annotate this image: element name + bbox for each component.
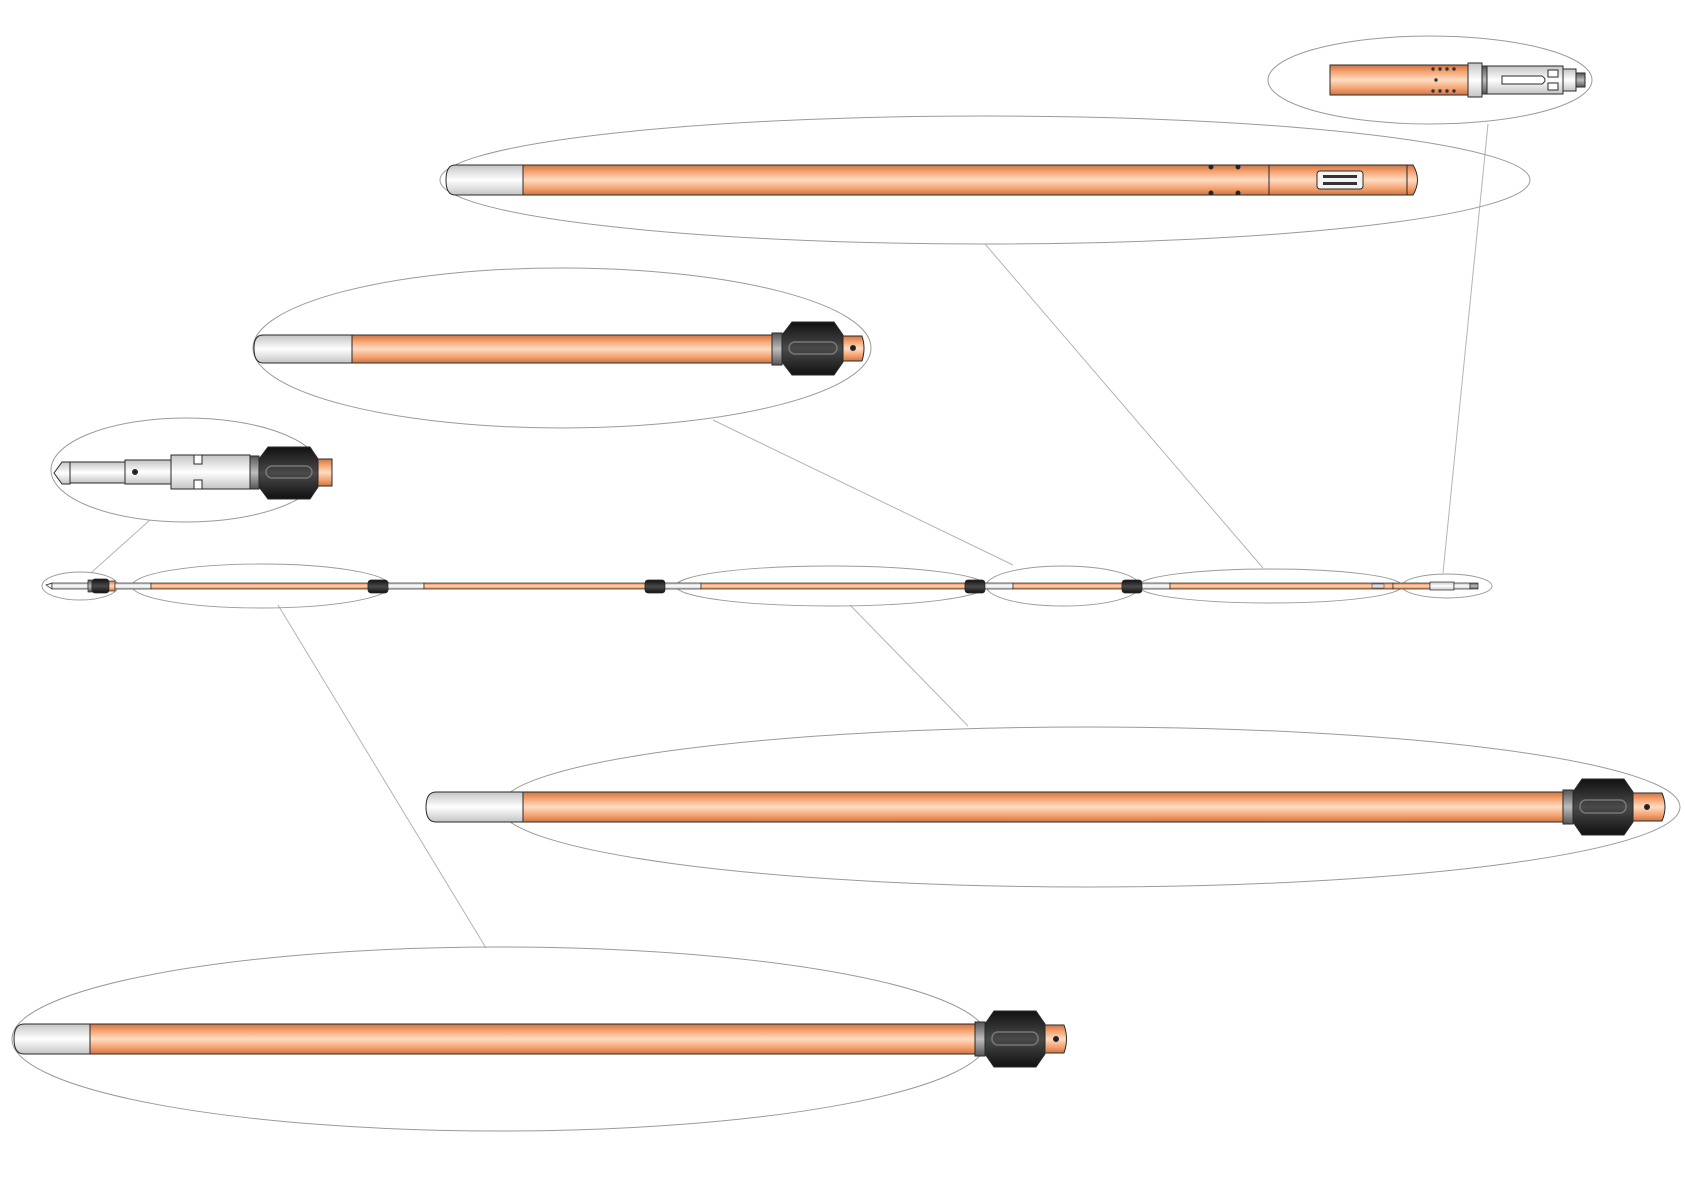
overview-section-2-pipe xyxy=(387,579,666,594)
nose-collar xyxy=(124,459,172,485)
top-cap-tip xyxy=(1575,72,1586,88)
section-2-steel-end xyxy=(253,334,353,364)
section-4-connector-pins xyxy=(1323,175,1357,185)
section-1-port xyxy=(1053,1036,1059,1042)
nose-ring xyxy=(249,455,260,490)
section-3-steel-end xyxy=(425,791,524,823)
leader-line-top xyxy=(1442,123,1489,574)
section-4-steel-end xyxy=(445,164,524,196)
nose-cone xyxy=(53,461,71,485)
top-collar xyxy=(1467,62,1483,98)
overview-tool-string xyxy=(41,563,1493,609)
section-3-centralizer-slot xyxy=(1579,799,1627,814)
top-cap xyxy=(1562,68,1577,92)
overview-top-connector xyxy=(1392,581,1479,591)
section-3-ring xyxy=(1562,789,1574,825)
section-1-steel-end xyxy=(13,1023,91,1055)
callout-ellipse xyxy=(1267,35,1593,125)
nose-shaft xyxy=(69,461,126,484)
nose-groove-top xyxy=(193,454,203,465)
section-2-ring xyxy=(771,332,783,366)
section-1-ring xyxy=(974,1021,986,1057)
leader-line-nose xyxy=(91,519,151,573)
overview-section-4 xyxy=(1141,582,1394,590)
section-1-centralizer xyxy=(984,1010,1046,1068)
section-1-centralizer-slot xyxy=(991,1031,1039,1046)
top-collar-ring xyxy=(1481,65,1488,95)
callout-section-4 xyxy=(439,115,1531,245)
nose-centralizer xyxy=(258,446,319,500)
section-1-pipe xyxy=(89,1023,976,1055)
section-4-hole-2 xyxy=(1235,164,1241,170)
leader-line-section-2 xyxy=(712,419,1014,566)
section-2-pipe xyxy=(351,334,773,364)
top-latch-2 xyxy=(1547,82,1559,91)
callout-section-1 xyxy=(11,946,1067,1132)
nose-body xyxy=(170,454,251,490)
top-neck-slot xyxy=(1501,75,1546,85)
section-4-hole-1 xyxy=(1208,164,1214,170)
callout-section-3 xyxy=(425,726,1681,888)
leader-line-section-1 xyxy=(277,604,487,949)
top-latch-1 xyxy=(1547,69,1559,78)
overview-nose-tip xyxy=(45,578,116,594)
section-2-centralizer-slot xyxy=(788,341,838,355)
overview-section-2 xyxy=(984,579,1143,594)
nose-centralizer-slot xyxy=(265,465,313,479)
leader-lines xyxy=(91,123,1489,949)
callout-ellipse xyxy=(439,115,1531,245)
callout-section-2 xyxy=(252,267,872,429)
nose-port xyxy=(132,469,138,475)
section-2-centralizer xyxy=(781,321,844,376)
section-3-pipe xyxy=(522,791,1564,823)
callout-nose-tip xyxy=(50,417,333,523)
leader-line-section-4 xyxy=(984,243,1264,569)
section-3-centralizer xyxy=(1572,778,1634,836)
section-2-port xyxy=(850,345,856,351)
nose-copper-end xyxy=(317,458,333,487)
section-4-pipe xyxy=(522,164,1408,196)
section-4-connector-plate xyxy=(1316,170,1364,190)
section-4-nose-end xyxy=(1406,164,1418,196)
overview-section-1 xyxy=(114,579,389,594)
top-hole-row xyxy=(1431,67,1456,93)
section-4-hole-3 xyxy=(1208,190,1214,196)
section-4-hole-4 xyxy=(1235,190,1241,196)
callout-ellipse xyxy=(252,267,872,429)
section-3-port xyxy=(1644,804,1650,810)
callout-top-connector xyxy=(1267,35,1593,125)
overview-section-3 xyxy=(664,579,986,594)
leader-line-section-3 xyxy=(849,604,969,727)
nose-groove-bottom xyxy=(193,479,203,490)
